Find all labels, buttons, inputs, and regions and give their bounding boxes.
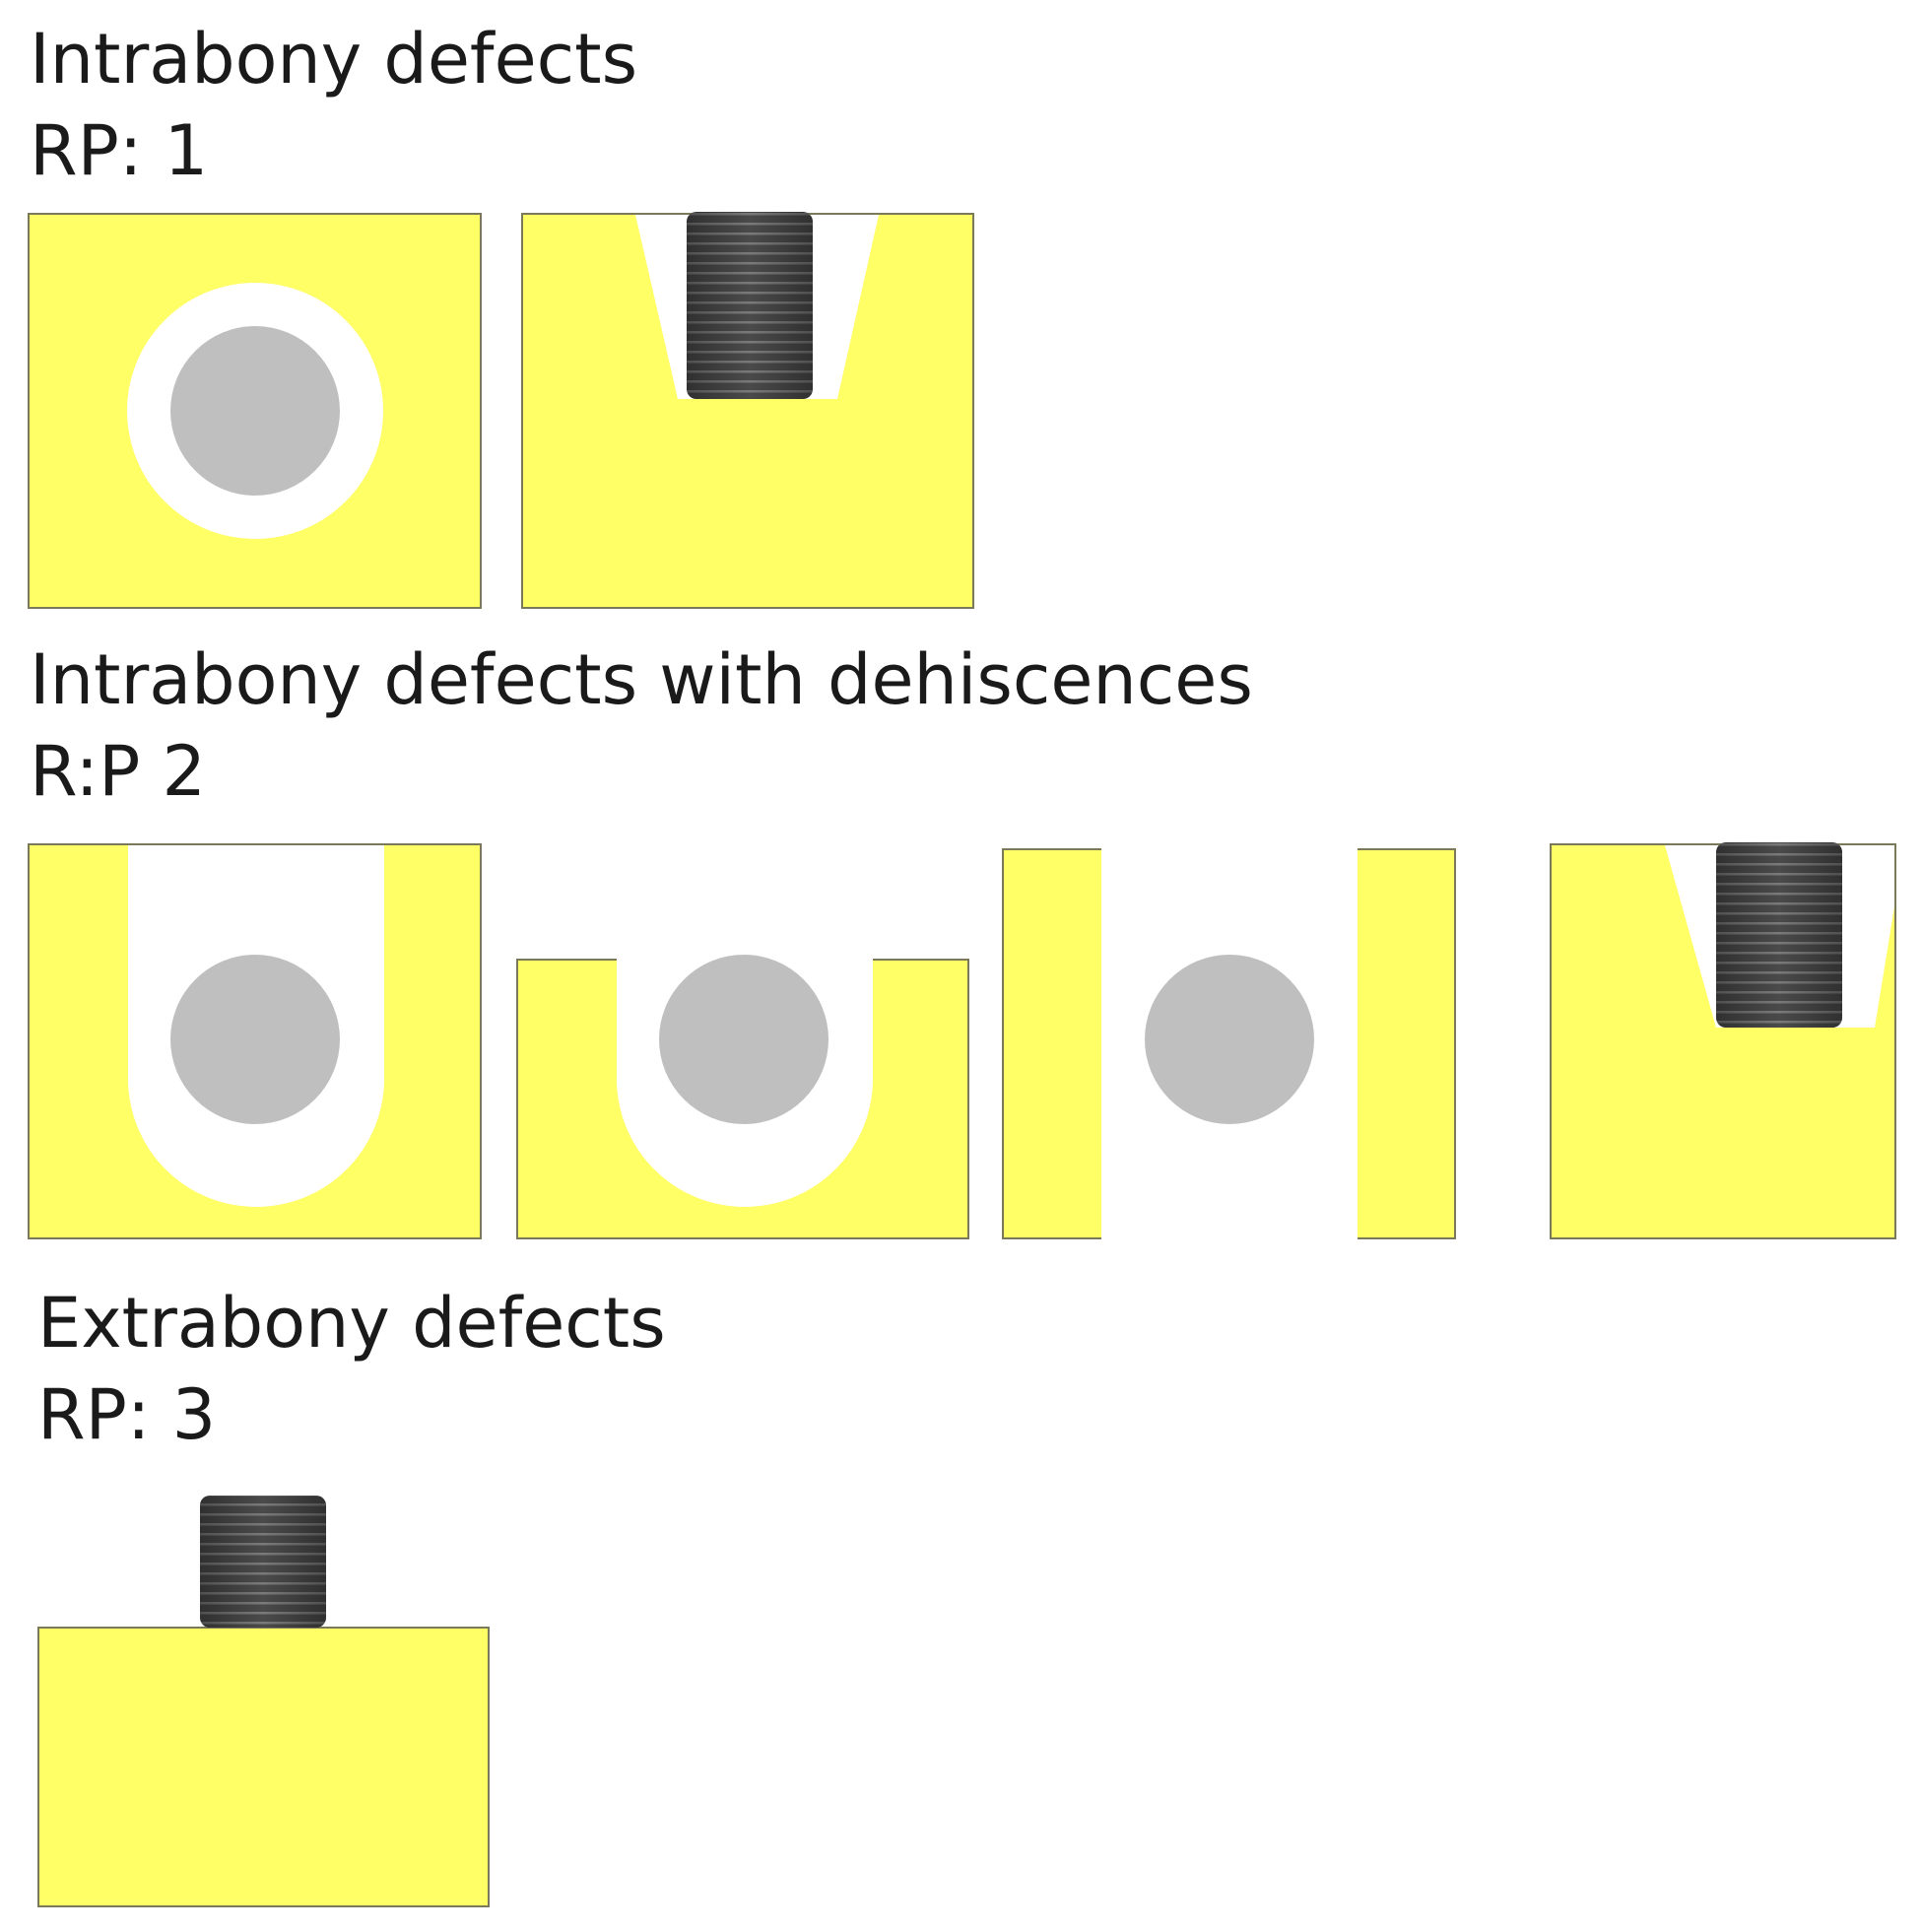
- section-1-label: RP: 1: [30, 110, 209, 191]
- threaded-implant-icon: [687, 212, 813, 399]
- section-3-label: RP: 3: [37, 1374, 217, 1455]
- section-2-title: Intrabony defects with dehiscences: [30, 639, 1253, 720]
- root-cross-section-icon: [170, 326, 340, 496]
- root-cross-section-icon: [659, 955, 828, 1124]
- panel-3-dehiscence-top: [28, 843, 482, 1239]
- panel-6-dehiscence-side: [1550, 842, 1896, 1239]
- root-cross-section-icon: [170, 955, 340, 1124]
- threaded-implant-icon: [1716, 842, 1842, 1028]
- panel-1-circumferential-top: [28, 213, 482, 609]
- threaded-implant-icon: [200, 1496, 326, 1628]
- section-2-label: R:P 2: [30, 731, 207, 812]
- panel-7-extrabony: [37, 1496, 490, 1907]
- panel-2-intrabony-side: [521, 212, 974, 609]
- section-3-title: Extrabony defects: [37, 1283, 666, 1364]
- root-cross-section-icon: [1145, 955, 1314, 1124]
- section-1-title: Intrabony defects: [30, 19, 638, 100]
- panel-5-dehiscence-through: [1002, 845, 1456, 1239]
- panel-4-dehiscence-lowered: [516, 955, 969, 1239]
